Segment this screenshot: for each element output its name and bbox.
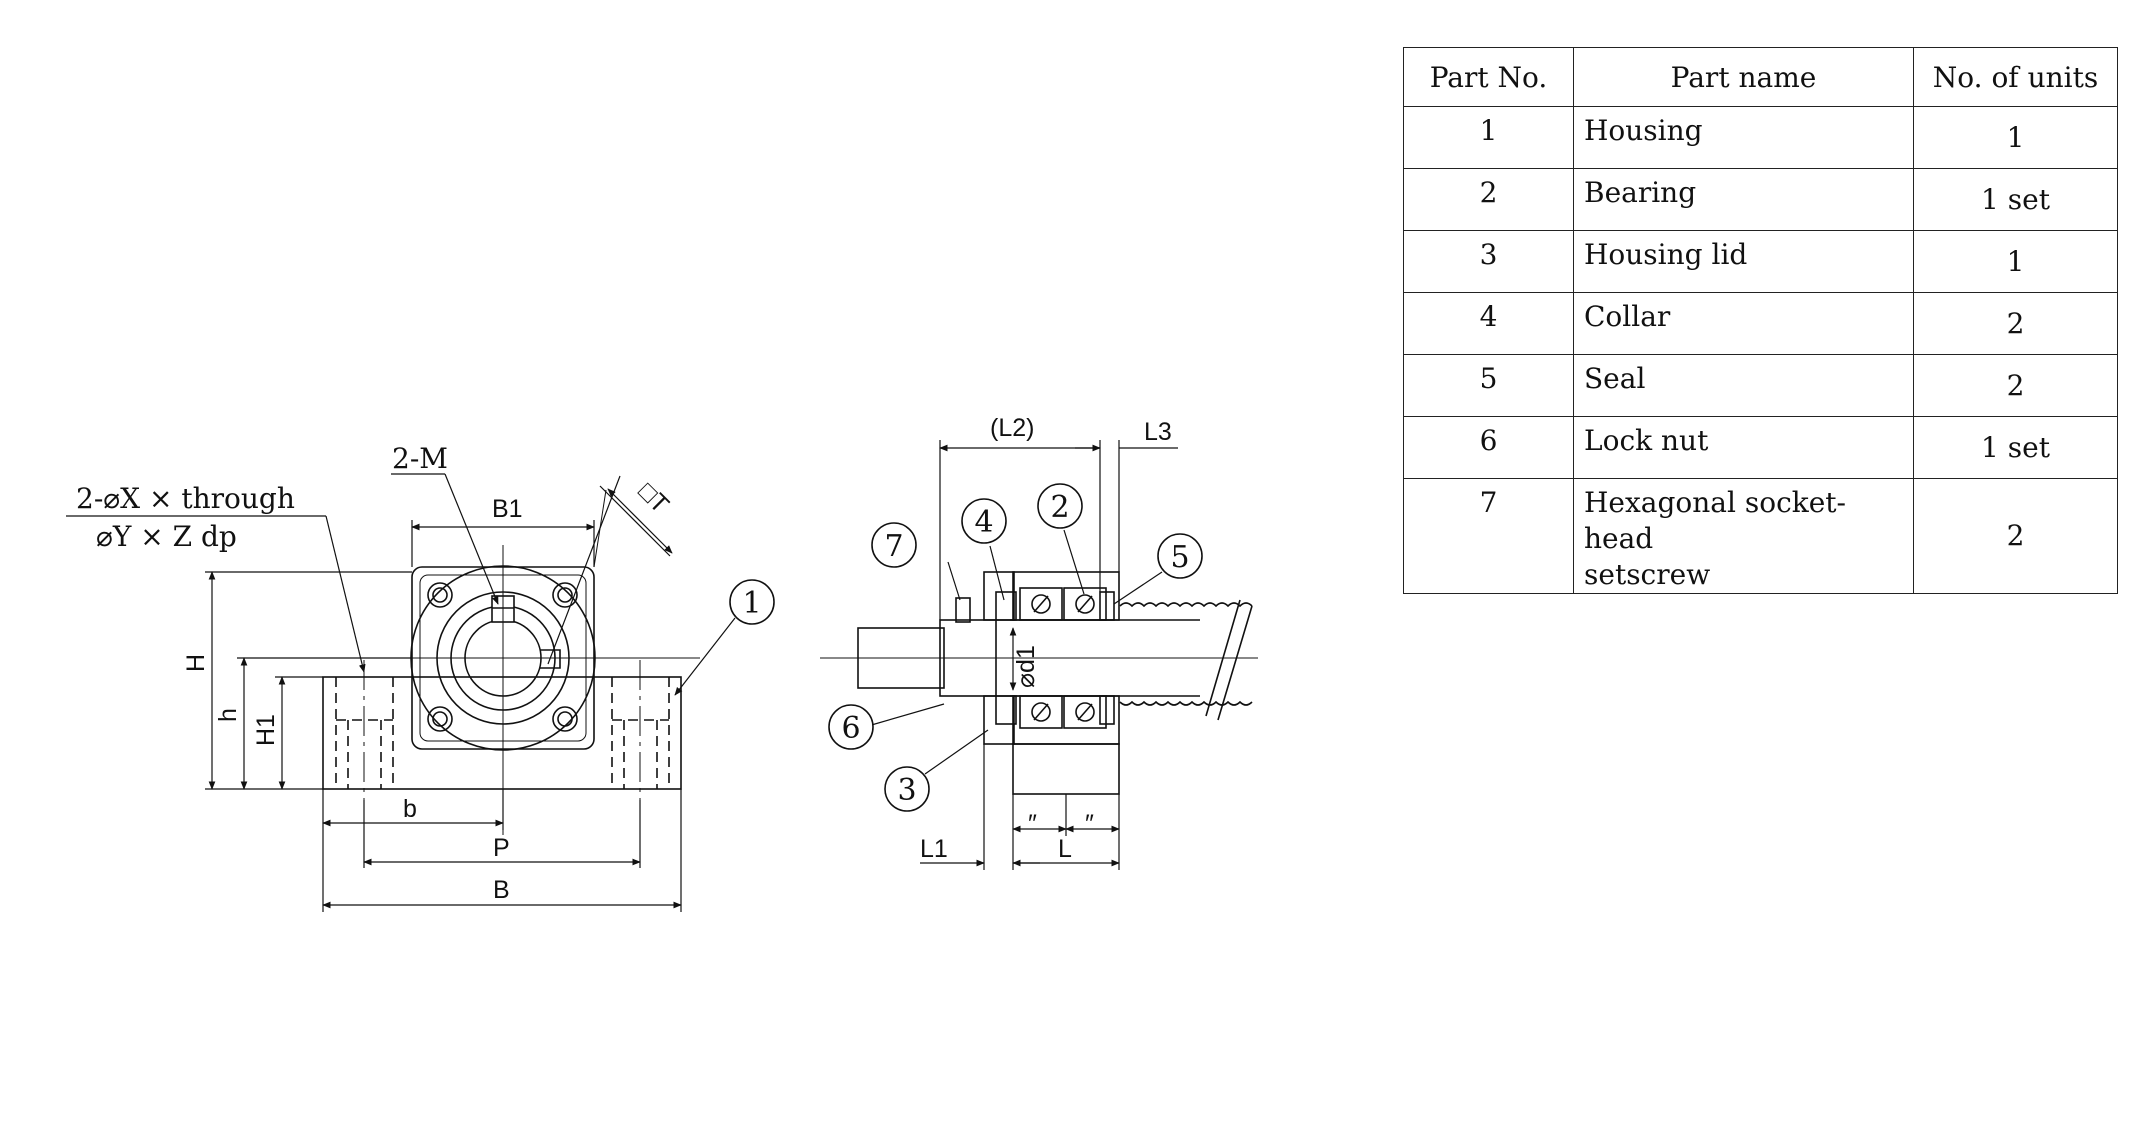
- part-no-cell: 3: [1403, 230, 1574, 293]
- housing-side: [1012, 571, 1120, 621]
- dim-L1-label: L1: [920, 835, 948, 863]
- hole-callout-line2: ⌀Y × Z dp: [96, 520, 237, 553]
- housing-base: [322, 676, 682, 790]
- balloon-5: 5: [1157, 533, 1203, 579]
- dim-B-label: B: [493, 876, 510, 904]
- units-cell: 1 set: [1913, 168, 2118, 231]
- part-no-cell: 6: [1403, 416, 1574, 479]
- dim-h-label: h: [214, 708, 242, 722]
- parts-table: Part No. Part name No. of units 1 Housin…: [1403, 47, 2118, 594]
- part-name-cell: Housing: [1573, 106, 1914, 169]
- dim-b-label: b: [403, 795, 417, 823]
- dim-d1-label: ⌀d1: [1012, 645, 1040, 688]
- hole-callout-line1: 2-⌀X × through: [76, 482, 295, 515]
- part-name-line1: Hexagonal socket-head: [1584, 486, 1846, 555]
- svg-text:7: 7: [884, 529, 903, 564]
- balloon-3: 3: [884, 766, 930, 812]
- table-row: 3 Housing lid 1: [1403, 230, 2118, 293]
- units-cell: 2: [1913, 354, 2118, 417]
- balloon-4: 4: [961, 498, 1007, 544]
- mounting-hole-right: [611, 660, 670, 800]
- svg-text:6: 6: [841, 711, 860, 746]
- balloon-2: 2: [1037, 483, 1083, 529]
- ditto-mark-right: ″: [1085, 810, 1094, 838]
- side-view-dimensions: [867, 440, 1178, 870]
- units-cell: 1 set: [1913, 416, 2118, 479]
- units-cell: 2: [1913, 292, 2118, 355]
- balloon-1: 1: [729, 579, 775, 625]
- part-name-cell: Housing lid: [1573, 230, 1914, 293]
- part-no-cell: 7: [1403, 478, 1574, 594]
- units-cell: 2: [1913, 478, 2118, 594]
- dim-P-label: P: [493, 834, 510, 862]
- lock-nut: [939, 619, 997, 697]
- svg-text:5: 5: [1170, 540, 1189, 575]
- part-no-cell: 5: [1403, 354, 1574, 417]
- header-part-no: Part No.: [1403, 47, 1574, 107]
- part-name-cell: Hexagonal socket-head setscrew: [1573, 478, 1914, 594]
- svg-text:3: 3: [897, 773, 916, 808]
- dim-L2-label: (L2): [990, 414, 1034, 442]
- part-name-cell: Seal: [1573, 354, 1914, 417]
- ball-screw-thread: [1119, 602, 1253, 608]
- part-name-cell: Lock nut: [1573, 416, 1914, 479]
- parts-table-header: Part No. Part name No. of units: [1403, 47, 2118, 107]
- balloon-6: 6: [828, 704, 874, 750]
- thread-label: 2-M: [392, 442, 448, 475]
- svg-text:2: 2: [1050, 490, 1069, 525]
- shaft-end: [857, 627, 945, 689]
- header-units: No. of units: [1913, 47, 2118, 107]
- balloon-7: 7: [871, 522, 917, 568]
- seal: [1099, 591, 1115, 621]
- table-row: 4 Collar 2: [1403, 292, 2118, 355]
- dim-L3-label: L3: [1144, 418, 1172, 446]
- table-row: 1 Housing 1: [1403, 106, 2118, 169]
- table-row: 2 Bearing 1 set: [1403, 168, 2118, 231]
- part-name-cell: Collar: [1573, 292, 1914, 355]
- units-cell: 1: [1913, 106, 2118, 169]
- table-row: 7 Hexagonal socket-head setscrew 2: [1403, 478, 2118, 594]
- dim-T-label: □T: [633, 477, 674, 518]
- front-view-dimensions: [66, 473, 736, 912]
- front-view: [240, 545, 700, 835]
- part-no-cell: 1: [1403, 106, 1574, 169]
- svg-text:4: 4: [974, 505, 993, 540]
- dim-H1-label: H1: [252, 714, 280, 746]
- part-name-cell: Bearing: [1573, 168, 1914, 231]
- side-view: [820, 571, 1258, 795]
- svg-text:1: 1: [742, 586, 761, 621]
- table-row: 6 Lock nut 1 set: [1403, 416, 2118, 479]
- header-part-name: Part name: [1573, 47, 1914, 107]
- dim-B1-label: B1: [492, 495, 523, 523]
- mounting-hole-left: [335, 660, 394, 800]
- ditto-mark-left: ″: [1028, 810, 1037, 838]
- units-cell: 1: [1913, 230, 2118, 293]
- table-row: 5 Seal 2: [1403, 354, 2118, 417]
- part-no-cell: 4: [1403, 292, 1574, 355]
- setscrew: [955, 597, 971, 623]
- dim-L-label: L: [1058, 835, 1072, 863]
- part-no-cell: 2: [1403, 168, 1574, 231]
- dim-H-label: H: [182, 654, 210, 672]
- part-name-line2: setscrew: [1584, 558, 1711, 591]
